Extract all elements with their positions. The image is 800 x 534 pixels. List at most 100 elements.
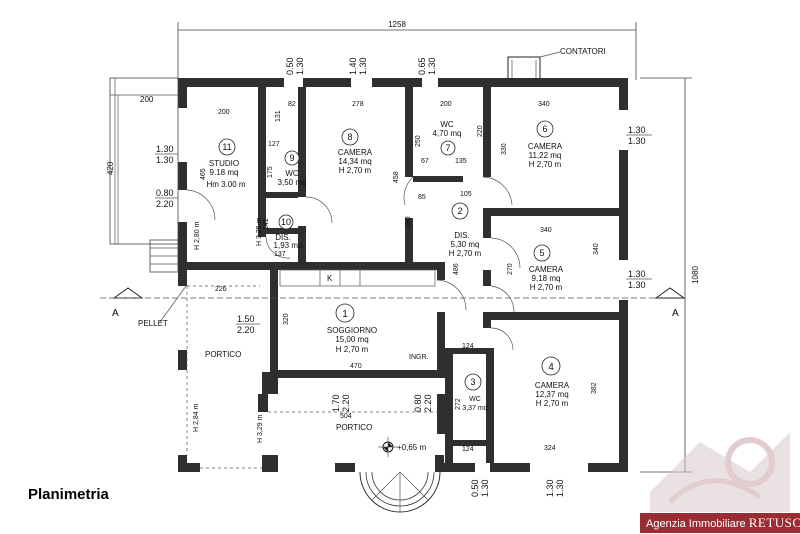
room-name: DIS. xyxy=(454,231,470,240)
dim-text: 200 xyxy=(440,101,452,108)
room-number: 5 xyxy=(539,248,544,258)
dim-text: 105 xyxy=(460,191,472,198)
kitchen-k-label: K xyxy=(327,274,333,283)
room-dis-2: 2 DIS. 5,30 mq H 2,70 m xyxy=(449,202,482,258)
room-wc-3: 3 WC 3,37 mq xyxy=(462,373,488,412)
studio-side-height: H 2,80 m xyxy=(194,221,201,250)
dim-text: 504 xyxy=(340,413,352,420)
dim-text: 1.30 xyxy=(427,57,437,75)
dim-text: 137 xyxy=(274,251,286,258)
dim-text: 1.30 xyxy=(480,479,490,497)
contatori-box: CONTATORI xyxy=(507,47,606,80)
dim-text: 324 xyxy=(544,445,556,452)
room-area: 4,70 mq xyxy=(433,129,462,138)
dim-text: 1.30 xyxy=(628,125,646,135)
room-camera-5: 5 CAMERA 9,18 mq H 2,70 m xyxy=(529,244,564,292)
interior-dimensions: 200 82 278 200 340 340 226 470 504 324 1… xyxy=(200,101,600,453)
dim-text: 200 xyxy=(140,95,154,104)
agency-brand: RETUSCANY xyxy=(748,515,800,530)
dim-text: 470 xyxy=(350,363,362,370)
dim-text: 0.80 xyxy=(413,394,423,412)
dim-text: 340 xyxy=(540,227,552,234)
dim-text: 1.30 xyxy=(555,479,565,497)
room-area: 15,00 mq xyxy=(335,335,368,344)
exterior-walls xyxy=(178,78,628,472)
dim-text: 1.30 xyxy=(358,57,368,75)
dim-text: 1.50 xyxy=(237,314,255,324)
section-a-left: A xyxy=(112,308,119,319)
room-number: 8 xyxy=(347,132,352,142)
portico-left-label: PORTICO xyxy=(205,350,241,359)
window-dimensions-mid: 1.70 2.20 0.80 2.20 xyxy=(331,394,433,412)
pellet-label: PELLET xyxy=(138,319,168,328)
dim-text: 330 xyxy=(501,143,508,155)
dim-text: 1.40 xyxy=(348,57,358,75)
dim-text: 1.30 xyxy=(545,479,555,497)
dim-text: 340 xyxy=(593,243,600,255)
dim-text: 0.50 xyxy=(285,57,295,75)
dim-text: 1.30 xyxy=(628,269,646,279)
dim-text: 141 xyxy=(263,218,270,230)
elevation-label: +0,65 m xyxy=(397,443,426,452)
room-number: 1 xyxy=(342,309,348,320)
room-area: 3,37 mq xyxy=(462,405,487,412)
portico-left-height: H 2,84 m xyxy=(193,403,200,432)
dim-text: 272 xyxy=(455,398,462,410)
window-dimensions-right: 1.30 1.30 1.30 1.30 xyxy=(626,125,652,290)
dim-text: 124 xyxy=(462,343,474,350)
contatori-label: CONTATORI xyxy=(560,47,606,56)
entrance-steps xyxy=(359,471,441,513)
dim-text: 250 xyxy=(415,135,422,147)
room-wc-7: 7 WC 4,70 mq xyxy=(433,120,462,156)
room-number: 3 xyxy=(470,377,475,387)
dim-text: 82 xyxy=(288,101,296,108)
room-number: 11 xyxy=(222,142,231,152)
section-markers: A A xyxy=(100,287,686,319)
room-height: H 2,70 m xyxy=(536,399,569,408)
room-height: H 2,70 m xyxy=(339,166,372,175)
overall-width-dimension: 1258 xyxy=(177,20,637,80)
page-title: Planimetria xyxy=(28,486,109,503)
room-number: 9 xyxy=(289,153,294,163)
room-camera-4: 4 CAMERA 12,37 mq H 2,70 m xyxy=(535,356,570,408)
room-height: H 2,70 m xyxy=(336,345,369,354)
room-area: 12,37 mq xyxy=(535,390,568,399)
dim-text: 0.80 xyxy=(156,188,174,198)
room-name: DIS. xyxy=(275,233,291,242)
room-area: 9,18 mq xyxy=(532,274,561,283)
dim-text: 0.50 xyxy=(470,479,480,497)
room-height: H 2,70 m xyxy=(529,160,562,169)
room-number: 7 xyxy=(445,143,450,153)
dis-height: H 3,25 m xyxy=(256,217,263,246)
room-camera-6: 6 CAMERA 11,22 mq H 2,70 m xyxy=(528,120,563,169)
pellet-label-group: PELLET xyxy=(138,285,187,328)
dim-text: 124 xyxy=(462,446,474,453)
interior-walls xyxy=(187,87,628,470)
dim-text: 220 xyxy=(477,125,484,137)
room-name: CAMERA xyxy=(529,265,564,274)
dim-text: 486 xyxy=(453,263,460,275)
room-number: 6 xyxy=(542,124,547,134)
dim-text: 1.30 xyxy=(628,136,646,146)
room-soggiorno: 1 SOGGIORNO 15,00 mq H 2,70 m xyxy=(327,303,377,354)
dim-text: 1.70 xyxy=(331,394,341,412)
room-number: 4 xyxy=(548,362,554,373)
room-area: 1,93 mq xyxy=(274,241,303,250)
dim-text: 1.30 xyxy=(295,57,305,75)
dim-text: 458 xyxy=(393,171,400,183)
room-height: Hm 3.00 m xyxy=(206,180,245,189)
dim-text: 2.20 xyxy=(237,325,255,335)
room-name: STUDIO xyxy=(209,159,239,168)
room-camera-8: 8 CAMERA 14,34 mq H 2,70 m xyxy=(338,128,373,175)
elevation-marker: +0,65 m xyxy=(378,437,426,457)
dim-text: 2.20 xyxy=(156,199,174,209)
dim-text: 131 xyxy=(275,110,282,122)
room-area: 14,34 mq xyxy=(338,157,371,166)
dim-text: 1.30 xyxy=(156,155,174,165)
room-name: WC xyxy=(285,169,299,178)
agency-banner: Agenzia Immobiliare RETUSCANY xyxy=(640,513,800,533)
dim-text: 67 xyxy=(421,158,429,165)
left-terrace: 200 420 xyxy=(106,77,179,273)
dim-text: 2.20 xyxy=(341,394,351,412)
